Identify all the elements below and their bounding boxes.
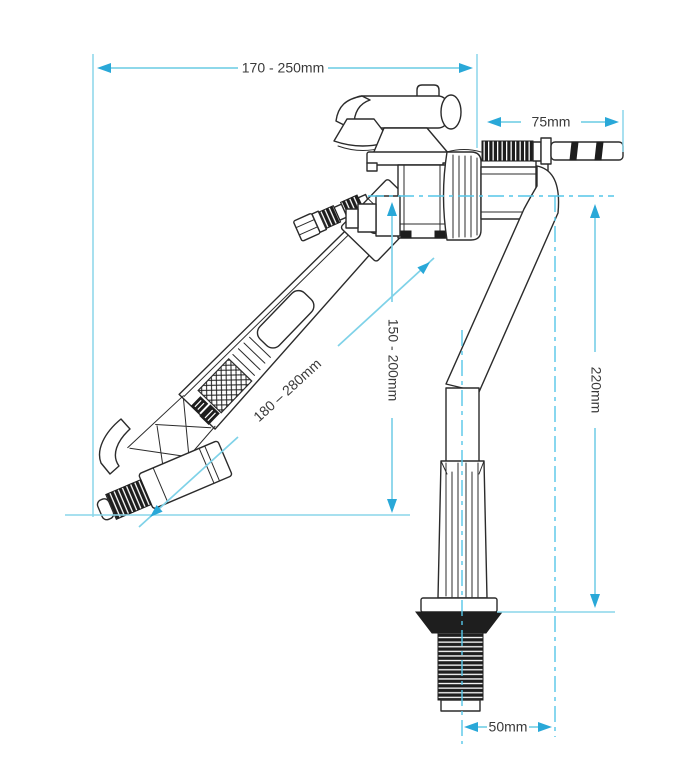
dim-valve-height-label: 220mm: [588, 367, 604, 414]
flange-cone: [414, 611, 504, 634]
float-barrel: [138, 440, 233, 509]
dimension-annotations: 170 - 250mm 75mm 150 - 200mm 180 – 280mm: [65, 54, 624, 735]
centerlines: [368, 195, 614, 744]
arm-end-hook: [98, 418, 131, 475]
tank-flange: [420, 597, 498, 613]
side-threaded-rod: [481, 137, 624, 165]
valve-body: [397, 164, 447, 239]
dimension-valve-height: 220mm: [588, 204, 604, 608]
inlet-thread: [437, 632, 484, 701]
dimension-overall-width: 170 - 250mm: [97, 60, 473, 76]
dim-side-rod-label: 75mm: [532, 114, 571, 130]
valve-assembly: [96, 84, 624, 712]
down-elbow-tube: [445, 165, 560, 393]
dimension-side-rod: 75mm: [487, 114, 619, 130]
float-mount: [96, 440, 233, 521]
dim-float-drop-label: 150 - 200mm: [385, 319, 401, 401]
dim-base-offset-label: 50mm: [489, 719, 528, 735]
valve-top-cap: [366, 151, 454, 166]
dimension-float-drop: 150 - 200mm: [385, 202, 401, 513]
outlet-top-tab: [416, 84, 440, 98]
dim-overall-width-label: 170 - 250mm: [242, 60, 324, 76]
arm-adjuster-screw: [293, 193, 372, 242]
arm-slide-panel: [256, 289, 315, 349]
inlet-tail: [440, 699, 481, 712]
arm-grip-hatch: [197, 357, 253, 414]
dimension-base-offset: 50mm: [464, 719, 552, 735]
arm-truss-braces: [129, 398, 212, 482]
ribbed-adjuster-nut: [442, 149, 482, 241]
